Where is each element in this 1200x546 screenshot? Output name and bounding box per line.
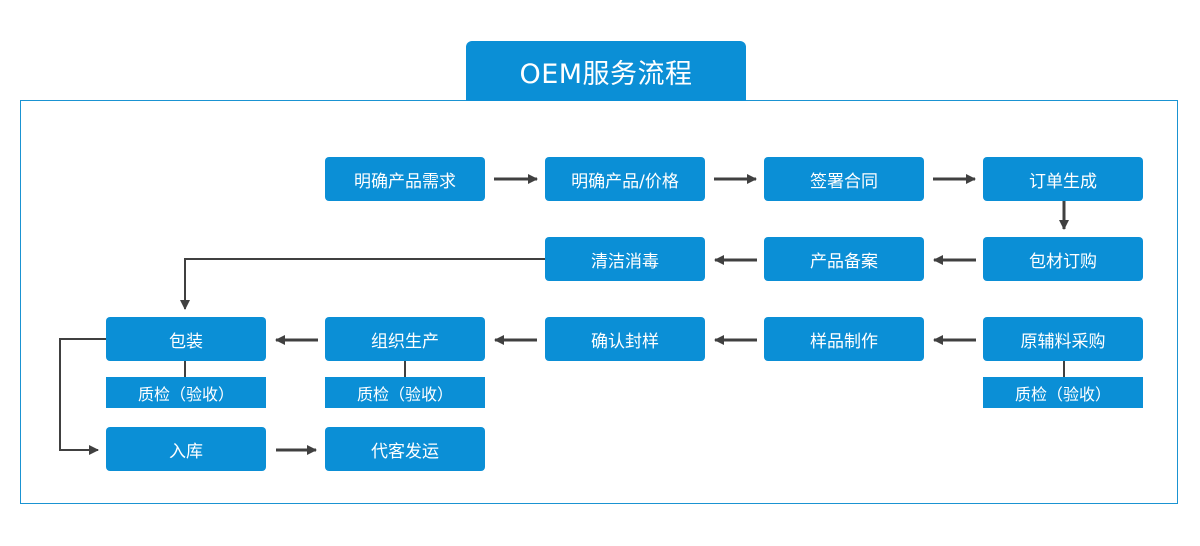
step-sample-making: 样品制作 — [764, 317, 924, 361]
step-raw-material-purchase: 原辅料采购 — [983, 317, 1143, 361]
step-order-generated: 订单生成 — [983, 157, 1143, 201]
arrow-s7-s12 — [180, 258, 545, 310]
step-organize-production: 组织生产 — [325, 317, 485, 361]
step-packaging-purchase: 包材订购 — [983, 237, 1143, 281]
arrow-s12-s13 — [59, 338, 106, 455]
step-sign-contract: 签署合同 — [764, 157, 924, 201]
diagram-title: OEM服务流程 — [466, 41, 746, 101]
step-define-product-price: 明确产品/价格 — [545, 157, 705, 201]
step-packing: 包装 — [106, 317, 266, 361]
step-define-product-needs: 明确产品需求 — [325, 157, 485, 201]
step-confirm-sample: 确认封样 — [545, 317, 705, 361]
step-clean-disinfect: 清洁消毒 — [545, 237, 705, 281]
qc-box-production: 质检（验收） — [325, 377, 485, 408]
step-ship-for-client: 代客发运 — [325, 427, 485, 471]
step-warehousing: 入库 — [106, 427, 266, 471]
qc-box-raw-material: 质检（验收） — [983, 377, 1143, 408]
qc-box-packing: 质检（验收） — [106, 377, 266, 408]
step-product-filing: 产品备案 — [764, 237, 924, 281]
